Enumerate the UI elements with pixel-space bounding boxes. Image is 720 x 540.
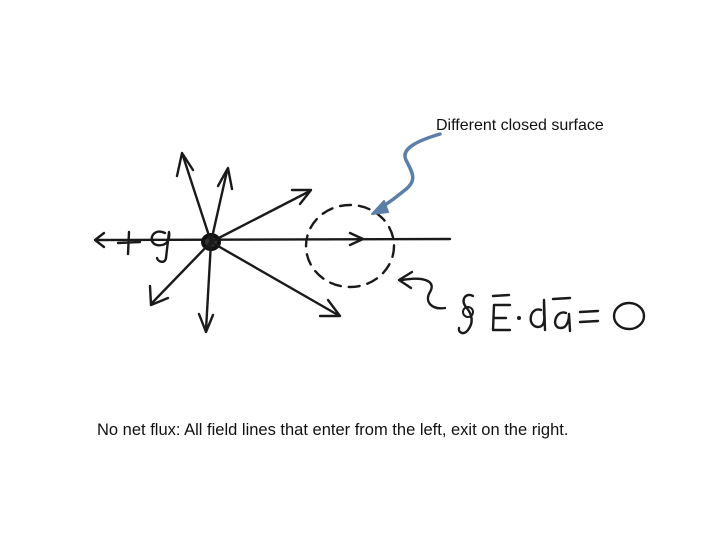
pointer-arrow bbox=[371, 132, 442, 215]
field-line-lower-left bbox=[148, 240, 213, 307]
field-line-lower-right bbox=[209, 240, 342, 318]
caption: No net flux: All field lines that enter … bbox=[97, 421, 569, 439]
field-line-upper-right bbox=[209, 188, 313, 244]
surface-label: Different closed surface bbox=[436, 117, 604, 134]
charge-label-plus-q bbox=[116, 230, 171, 263]
field-line-up-left bbox=[175, 151, 213, 244]
horizontal-field-line bbox=[93, 231, 452, 249]
field-line-right-arrow bbox=[348, 231, 365, 247]
dashed-closed-surface bbox=[304, 203, 396, 289]
flux-equation bbox=[457, 293, 646, 335]
equation-pointer-arrow bbox=[397, 270, 447, 310]
field-line-up-right bbox=[209, 166, 234, 244]
field-line-down bbox=[197, 240, 215, 334]
